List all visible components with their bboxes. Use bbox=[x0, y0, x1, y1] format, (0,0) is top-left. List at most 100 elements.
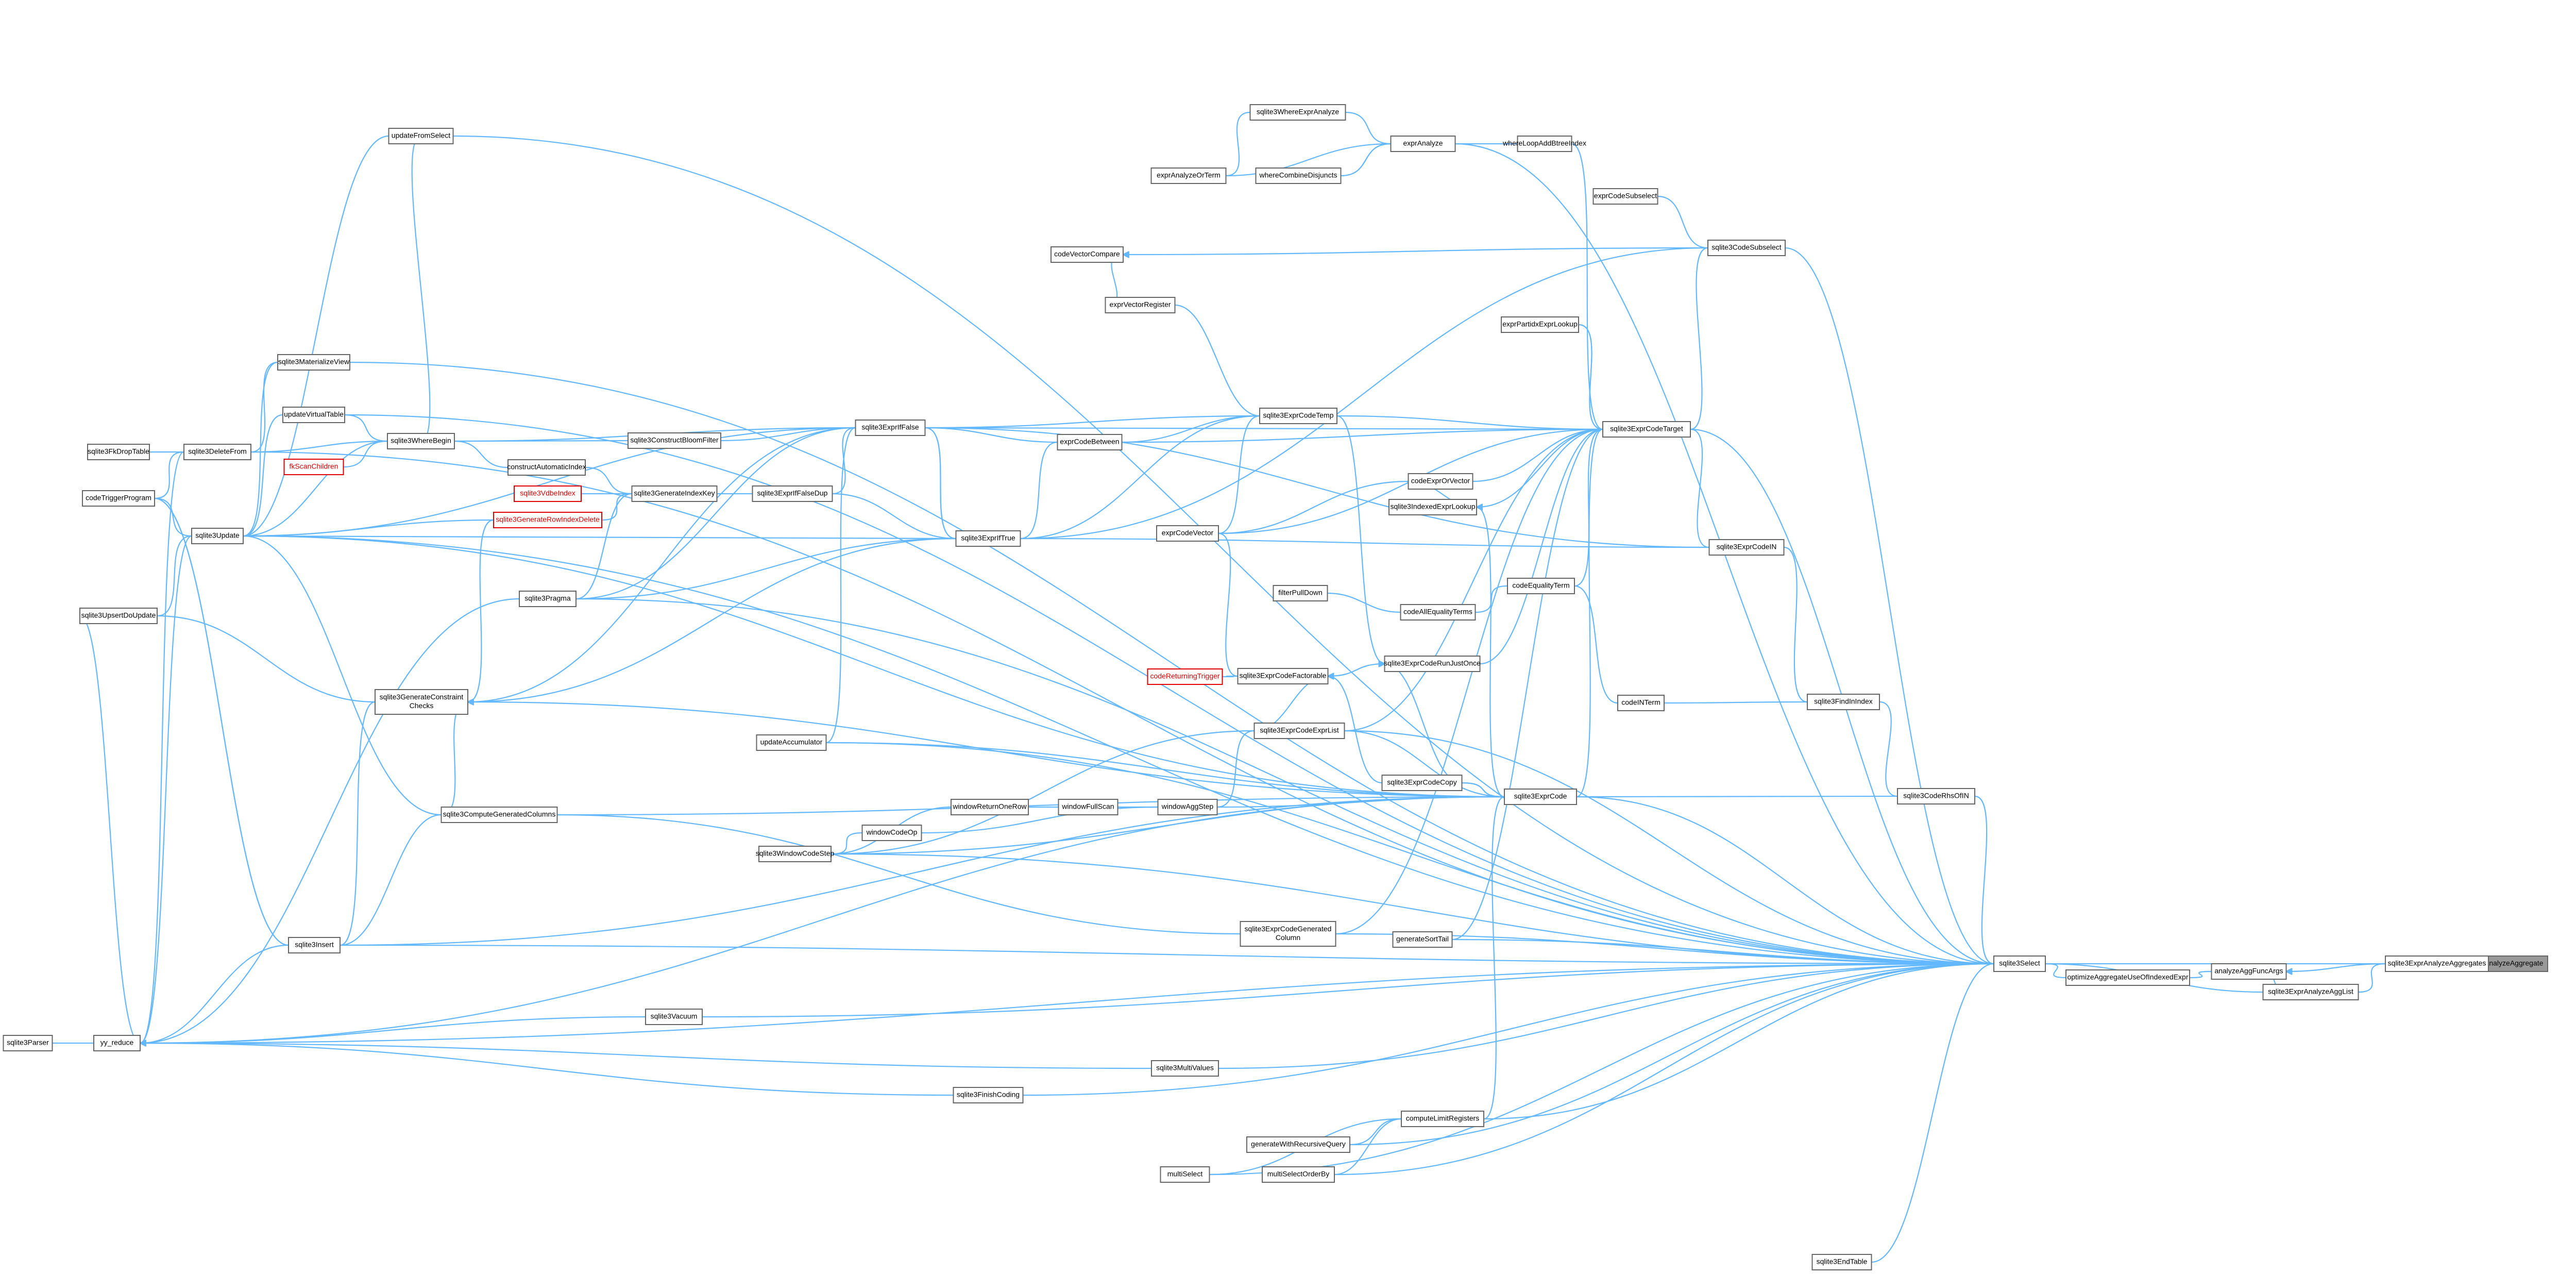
node-label: sqlite3UpsertDoUpdate bbox=[81, 611, 156, 619]
node-analyzeaggfuncargs[interactable]: analyzeAggFuncArgs bbox=[2211, 963, 2287, 980]
edge-n23-n22 bbox=[1664, 702, 1807, 703]
edge-n45-n20 bbox=[1476, 506, 1504, 797]
node-sqlite3findinindex[interactable]: sqlite3FindInIndex bbox=[1807, 694, 1880, 710]
node-sqlite3exprcodecopy[interactable]: sqlite3ExprCodeCopy bbox=[1381, 775, 1463, 791]
node-codereturningtrigger[interactable]: codeReturningTrigger bbox=[1147, 668, 1223, 685]
node-sqlite3deletefrom[interactable]: sqlite3DeleteFrom bbox=[183, 444, 251, 460]
node-yy-reduce[interactable]: yy_reduce bbox=[93, 1035, 141, 1051]
edge-n43-n25 bbox=[1578, 324, 1603, 429]
node-label: sqlite3ExprCodeTemp bbox=[1263, 411, 1334, 420]
edge-n26-n40 bbox=[1021, 247, 1708, 539]
node-exprcodevector[interactable]: exprCodeVector bbox=[1156, 525, 1219, 542]
edge-n29-n53 bbox=[1217, 730, 1255, 807]
node-box bbox=[283, 459, 344, 475]
edge-n29-n20 bbox=[1344, 730, 1505, 797]
node-updateaccumulator[interactable]: updateAccumulator bbox=[756, 734, 827, 751]
node-windowaggstep[interactable]: windowAggStep bbox=[1157, 799, 1218, 815]
node-box bbox=[1507, 578, 1575, 594]
node-sqlite3exprcodetarget[interactable]: sqlite3ExprCodeTarget bbox=[1602, 421, 1691, 438]
node-codeequalityterm[interactable]: codeEqualityTerm bbox=[1507, 578, 1575, 594]
node-generatewithrecursivequery[interactable]: generateWithRecursiveQuery bbox=[1246, 1136, 1350, 1153]
edge-n11-n3 bbox=[1483, 964, 1994, 1120]
node-expranalyzeorterm[interactable]: exprAnalyzeOrTerm bbox=[1150, 167, 1227, 184]
node-exprpartidxexprlookup[interactable]: exprPartidxExprLookup bbox=[1501, 316, 1579, 333]
node-exprcodesubselect[interactable]: exprCodeSubselect bbox=[1592, 188, 1658, 205]
node-sqlite3vacuum[interactable]: sqlite3Vacuum bbox=[645, 1009, 703, 1025]
node-codetriggerprogram[interactable]: codeTriggerProgram bbox=[82, 490, 155, 507]
node-constructautomaticindex[interactable]: constructAutomaticIndex bbox=[507, 459, 586, 476]
node-windowreturnonerow[interactable]: windowReturnOneRow bbox=[951, 799, 1029, 815]
node-sqlite3exprcoderunjustonce[interactable]: sqlite3ExprCodeRunJustOnce bbox=[1384, 656, 1481, 672]
node-sqlite3indexedexprlookup[interactable]: sqlite3IndexedExprLookup bbox=[1388, 499, 1477, 515]
node-sqlite3codesubselect[interactable]: sqlite3CodeSubselect bbox=[1707, 240, 1786, 256]
node-optimizeaggregateuseofindexedexpr[interactable]: optimizeAggregateUseOfIndexedExpr bbox=[2065, 969, 2190, 986]
node-box bbox=[183, 444, 251, 460]
node-multiselectorderby[interactable]: multiSelectOrderBy bbox=[1262, 1166, 1335, 1183]
node-sqlite3expriffalse[interactable]: sqlite3ExprIfFalse bbox=[855, 420, 926, 436]
node-sqlite3coderhsofin[interactable]: sqlite3CodeRhsOfIN bbox=[1897, 788, 1975, 804]
node-fkscanchildren[interactable]: fkScanChildren bbox=[283, 459, 344, 475]
node-analyzeaggregate[interactable]: analyzeAggregate bbox=[2480, 955, 2548, 972]
node-sqlite3multivalues[interactable]: sqlite3MultiValues bbox=[1151, 1060, 1219, 1077]
node-sqlite3pragma[interactable]: sqlite3Pragma bbox=[519, 591, 577, 607]
node-windowfullscan[interactable]: windowFullScan bbox=[1058, 799, 1118, 815]
node-sqlite3finishcoding[interactable]: sqlite3FinishCoding bbox=[953, 1087, 1024, 1103]
node-sqlite3endtable[interactable]: sqlite3EndTable bbox=[1811, 1254, 1872, 1270]
node-whereloopaddbtreeindex[interactable]: whereLoopAddBtreeIndex bbox=[1502, 136, 1586, 152]
node-sqlite3exprcodein[interactable]: sqlite3ExprCodeIN bbox=[1708, 539, 1785, 556]
node-sqlite3upsertdoupdate[interactable]: sqlite3UpsertDoUpdate bbox=[79, 608, 158, 624]
node-sqlite3expranalyzeagglist[interactable]: sqlite3ExprAnalyzeAggList bbox=[2262, 984, 2359, 1000]
node-filterpulldown[interactable]: filterPullDown bbox=[1273, 585, 1328, 601]
node-sqlite3materializeview[interactable]: sqlite3MaterializeView bbox=[277, 354, 350, 371]
node-expranalyze[interactable]: exprAnalyze bbox=[1390, 136, 1456, 152]
node-sqlite3select[interactable]: sqlite3Select bbox=[1993, 955, 2046, 972]
node-sqlite3expriffalsedup[interactable]: sqlite3ExprIfFalseDup bbox=[752, 485, 833, 502]
edge-n71-n73 bbox=[155, 451, 184, 498]
node-exprcodebetween[interactable]: exprCodeBetween bbox=[1057, 434, 1123, 450]
node-sqlite3generaterowindexdelete[interactable]: sqlite3GenerateRowIndexDelete bbox=[493, 512, 602, 528]
node-box bbox=[277, 354, 350, 371]
node-sqlite3update[interactable]: sqlite3Update bbox=[191, 528, 244, 544]
edge-n57-n59 bbox=[243, 536, 442, 816]
node-sqlite3generateindexkey[interactable]: sqlite3GenerateIndexKey bbox=[631, 485, 718, 502]
node-sqlite3expranalyzeaggregates[interactable]: sqlite3ExprAnalyzeAggregates bbox=[2385, 955, 2489, 972]
node-sqlite3exprcodeexprlist[interactable]: sqlite3ExprCodeExprList bbox=[1253, 723, 1345, 739]
node-windowcodeop[interactable]: windowCodeOp bbox=[861, 825, 922, 841]
node-sqlite3parser[interactable]: sqlite3Parser bbox=[3, 1035, 53, 1051]
node-sqlite3fkdroptable[interactable]: sqlite3FkDropTable bbox=[87, 444, 150, 460]
node-sqlite3wherebegin[interactable]: sqlite3WhereBegin bbox=[387, 433, 455, 449]
node-computelimitregisters[interactable]: computeLimitRegisters bbox=[1401, 1111, 1484, 1127]
node-wherecombinedisjuncts[interactable]: whereCombineDisjuncts bbox=[1255, 167, 1342, 184]
node-sqlite3constructbloomfilter[interactable]: sqlite3ConstructBloomFilter bbox=[628, 432, 721, 449]
edge-n28-n30 bbox=[1328, 676, 1382, 784]
edge-n20-n57 bbox=[557, 796, 1505, 815]
node-codeinterm[interactable]: codeINTerm bbox=[1617, 695, 1665, 711]
node-codevectorcompare[interactable]: codeVectorCompare bbox=[1050, 246, 1124, 263]
node-codeallequalityterms[interactable]: codeAllEqualityTerms bbox=[1400, 604, 1476, 621]
node-sqlite3exprcode[interactable]: sqlite3ExprCode bbox=[1504, 789, 1577, 805]
node-exprvectorregister[interactable]: exprVectorRegister bbox=[1105, 297, 1176, 313]
node-sqlite3expriftrue[interactable]: sqlite3ExprIfTrue bbox=[955, 530, 1021, 547]
node-box bbox=[1897, 788, 1975, 804]
edge-n58-n64 bbox=[467, 520, 494, 703]
node-label: whereCombineDisjuncts bbox=[1259, 171, 1337, 179]
node-sqlite3computegeneratedcolumns[interactable]: sqlite3ComputeGeneratedColumns bbox=[440, 807, 558, 823]
node-sqlite3insert[interactable]: sqlite3Insert bbox=[288, 937, 341, 953]
node-sqlite3exprcodetemp[interactable]: sqlite3ExprCodeTemp bbox=[1259, 408, 1337, 424]
node-sqlite3whereexpranalyze[interactable]: sqlite3WhereExprAnalyze bbox=[1249, 104, 1346, 121]
node-label: codeAllEqualityTerms bbox=[1403, 608, 1472, 616]
node-sqlite3exprcodefactorable[interactable]: sqlite3ExprCodeFactorable bbox=[1237, 668, 1329, 684]
edge-n36-n31 bbox=[1336, 415, 1385, 664]
node-updatevirtualtable[interactable]: updateVirtualTable bbox=[282, 407, 345, 423]
node-codeexprorvector[interactable]: codeExprOrVector bbox=[1408, 473, 1473, 490]
node-box bbox=[388, 128, 454, 144]
node-sqlite3windowcodestep[interactable]: sqlite3WindowCodeStep bbox=[756, 846, 835, 862]
node-label: sqlite3ConstructBloomFilter bbox=[630, 436, 719, 444]
node-label: sqlite3MaterializeView bbox=[278, 358, 350, 366]
node-generatesorttail[interactable]: generateSortTail bbox=[1392, 931, 1453, 948]
node-multiselect[interactable]: multiSelect bbox=[1160, 1166, 1210, 1183]
node-sqlite3vdbeindex[interactable]: sqlite3VdbeIndex bbox=[514, 485, 582, 502]
node-updatefromselect[interactable]: updateFromSelect bbox=[388, 128, 454, 144]
